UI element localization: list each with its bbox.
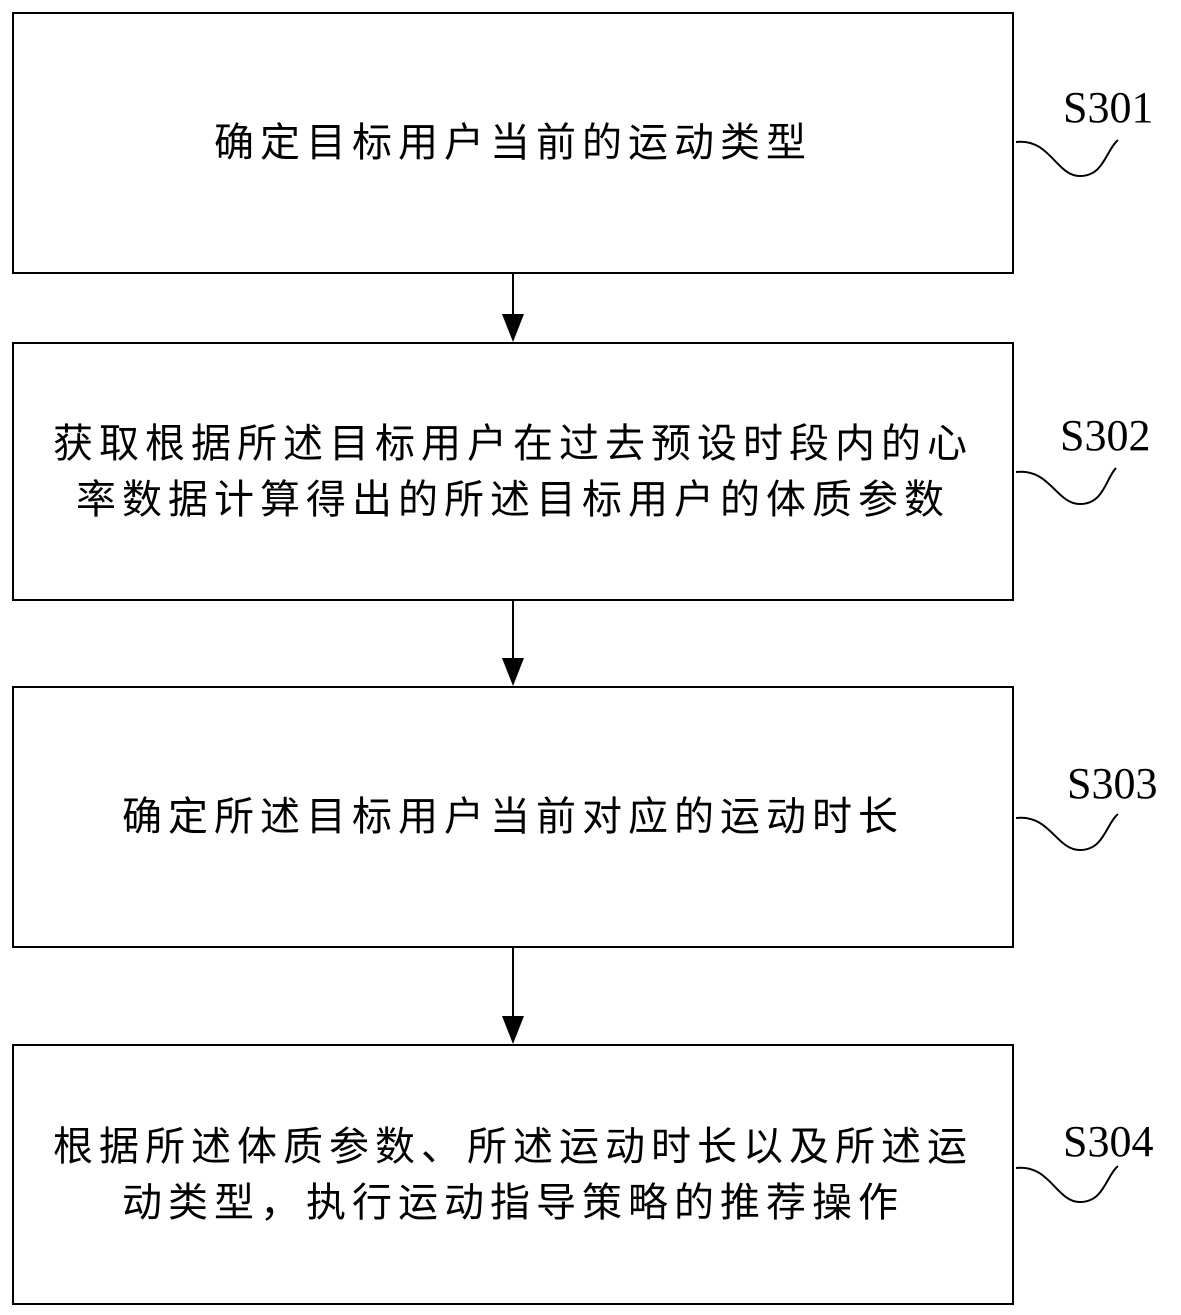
- arrow-s301-to-s302: [502, 274, 524, 342]
- leader-line-s303: [1015, 813, 1119, 852]
- leader-line-s301: [1015, 139, 1119, 178]
- arrow-s302-to-s303: [502, 601, 524, 686]
- step-label-s303: S303: [1067, 759, 1158, 808]
- step-box-s302: 获取根据所述目标用户在过去预设时段内的心率数据计算得出的所述目标用户的体质参数: [12, 342, 1014, 601]
- step-text-s301: 确定目标用户当前的运动类型: [214, 120, 812, 166]
- arrow-s303-to-s304: [502, 948, 524, 1044]
- step-box-s304: 根据所述体质参数、所述运动时长以及所述运动类型，执行运动指导策略的推荐操作: [12, 1044, 1014, 1305]
- leader-line-s304: [1015, 1165, 1119, 1204]
- step-text-s304: 根据所述体质参数、所述运动时长以及所述运动类型，执行运动指导策略的推荐操作: [53, 1123, 973, 1226]
- step-label-s301: S301: [1063, 83, 1154, 132]
- step-text-s303: 确定所述目标用户当前对应的运动时长: [122, 794, 904, 840]
- step-label-s302: S302: [1060, 411, 1151, 460]
- step-box-s303: 确定所述目标用户当前对应的运动时长: [12, 686, 1014, 948]
- leader-line-s302: [1015, 467, 1117, 506]
- step-text-s302: 获取根据所述目标用户在过去预设时段内的心率数据计算得出的所述目标用户的体质参数: [53, 420, 973, 523]
- step-box-s301: 确定目标用户当前的运动类型: [12, 12, 1014, 274]
- step-label-s304: S304: [1063, 1117, 1154, 1166]
